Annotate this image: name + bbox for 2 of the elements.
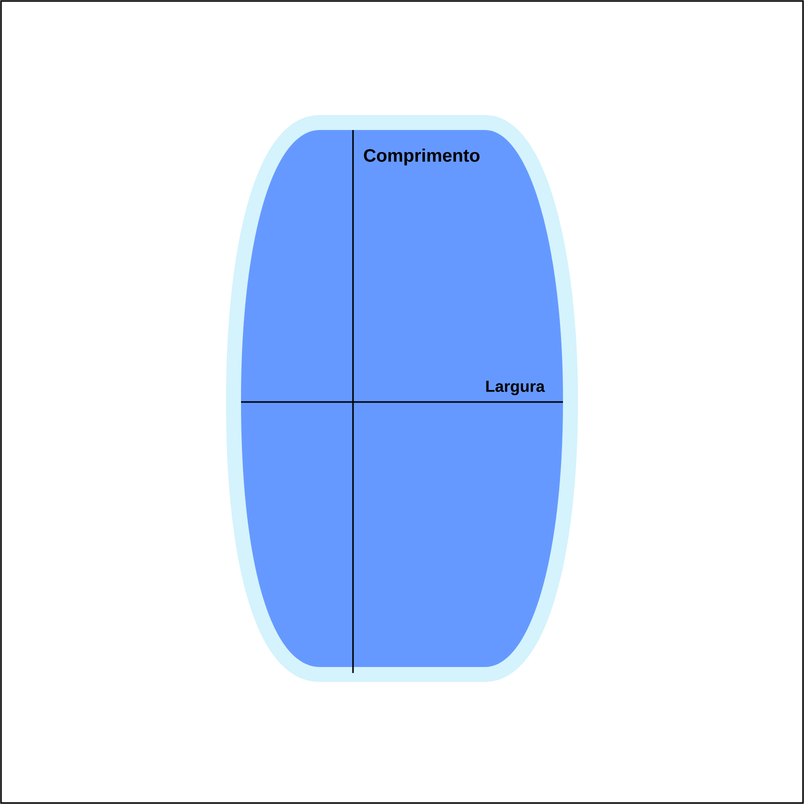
dimension-label: Comprimento <box>364 148 480 166</box>
dimension-label: Largura <box>486 380 545 396</box>
